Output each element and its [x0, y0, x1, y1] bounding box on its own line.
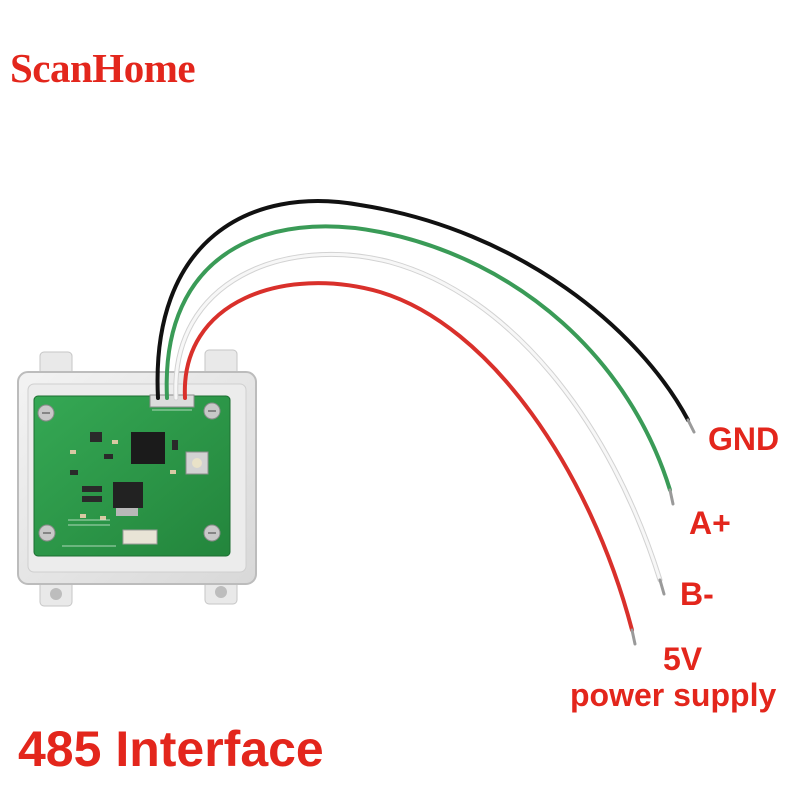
wire-red: [182, 281, 634, 632]
wire-label-5v: 5V: [663, 641, 703, 677]
wire-label-gnd: GND: [708, 421, 780, 457]
page-title: 485 Interface: [18, 721, 324, 777]
wire-label-power-supply: power supply: [570, 677, 777, 713]
brand-logo: ScanHome: [10, 45, 196, 91]
wire-label-b-minus: B-: [680, 576, 714, 612]
wire-green: [164, 224, 672, 492]
wires: [155, 199, 696, 646]
wire-label-a-plus: A+: [689, 505, 731, 541]
pcb-board: [33, 394, 231, 557]
wire-black: [155, 199, 690, 422]
